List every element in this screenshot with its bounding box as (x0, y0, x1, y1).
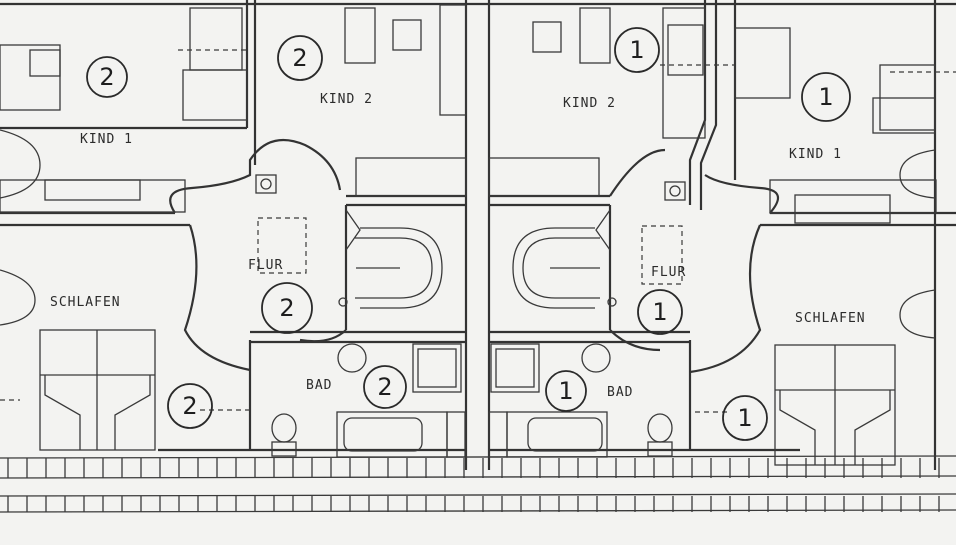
room-label-flur-left: FLUR (248, 258, 283, 273)
unit-markers-left: 2 2 2 2 2 (86, 35, 407, 429)
unit-marker-left-schlafen: 2 (182, 392, 197, 420)
room-labels-left: KIND 1 KIND 2 FLUR SCHLAFEN BAD (50, 92, 373, 393)
room-label-kind-1-right: KIND 1 (789, 147, 842, 162)
room-label-schlafen-left: SCHLAFEN (50, 295, 121, 310)
unit-marker-right-kind-1: 1 (818, 83, 833, 111)
unit-marker-right-schlafen: 1 (737, 404, 752, 432)
room-label-flur-right: FLUR (651, 265, 686, 280)
room-label-kind-2-left: KIND 2 (320, 92, 373, 107)
facade-hatching (0, 455, 956, 513)
room-label-bad-left: BAD (306, 378, 332, 393)
room-label-bad-right: BAD (607, 385, 633, 400)
unit-marker-right-kind-2: 1 (629, 36, 644, 64)
furniture-right (488, 7, 956, 466)
room-labels-right: KIND 2 KIND 1 FLUR SCHLAFEN BAD (563, 96, 866, 400)
unit-markers-right: 1 1 1 1 1 (545, 27, 851, 441)
unit-marker-left-kind-2: 2 (292, 44, 307, 72)
unit-marker-right-bad: 1 (558, 377, 573, 405)
unit-marker-left-bad: 2 (377, 373, 392, 401)
unit-marker-left-kind-1: 2 (99, 63, 114, 91)
furniture-left (0, 4, 467, 458)
room-label-kind-1-left: KIND 1 (80, 132, 133, 147)
unit-marker-right-flur: 1 (652, 298, 667, 326)
room-label-schlafen-right: SCHLAFEN (795, 311, 866, 326)
room-label-kind-2-right: KIND 2 (563, 96, 616, 111)
hall-shapes (169, 138, 780, 374)
unit-marker-left-flur: 2 (279, 294, 294, 322)
